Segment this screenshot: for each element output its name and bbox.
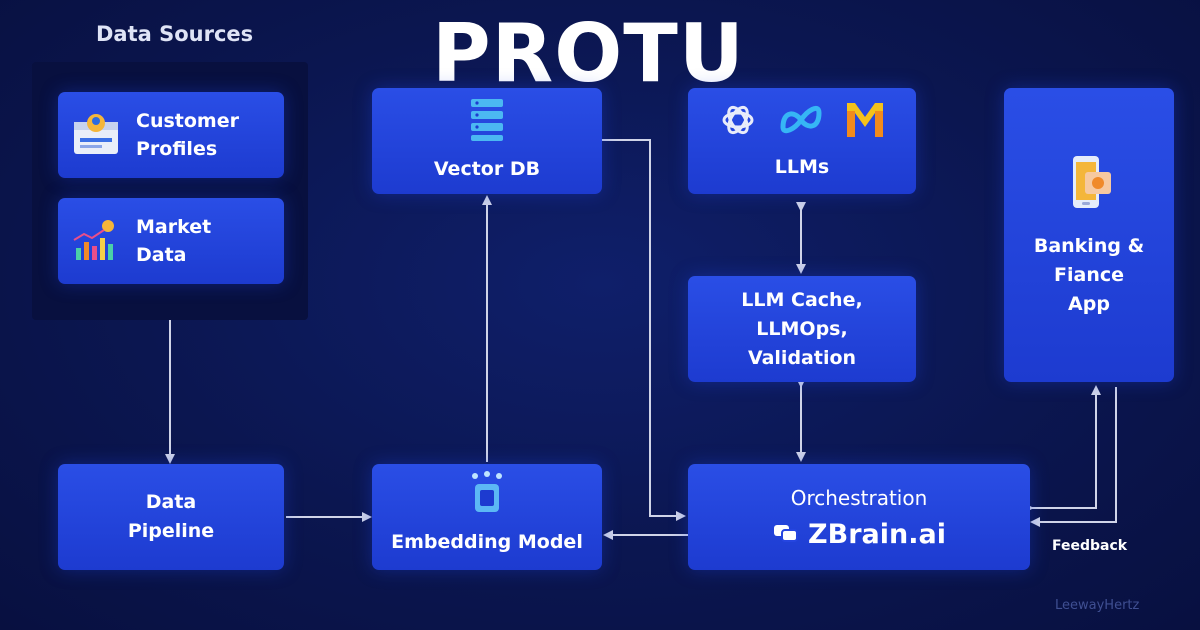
mistral-icon (845, 101, 885, 143)
arrow-orchestration-app (1024, 385, 1101, 513)
bar-chart-icon (70, 218, 122, 264)
data-pipeline-node: Data Pipeline (58, 464, 284, 570)
orchestration-label: Orchestration (790, 486, 928, 510)
watermark: LeewayHertz (1055, 598, 1140, 613)
chat-bubbles-icon (772, 522, 800, 548)
profile-card-icon (70, 112, 122, 158)
llms-label: LLMs (774, 155, 830, 178)
llms-node: LLMs (688, 88, 916, 194)
zbrain-label: ZBrain.ai (808, 519, 946, 550)
vector-db-label: Vector DB (433, 157, 541, 180)
orchestration-node: Orchestration ZBrain.ai (688, 464, 1030, 570)
embedding-icon (467, 470, 507, 520)
llm-cache-node: LLM Cache, LLMOps, Validation (688, 276, 916, 382)
arrow-feedback (1030, 387, 1117, 527)
market-data-label: Market Data (136, 213, 211, 269)
banking-app-node: Banking & Fiance App (1004, 88, 1174, 382)
customer-profiles-label: Customer Profiles (136, 107, 239, 163)
llm-logos (719, 101, 885, 143)
data-pipeline-line-1: Data (145, 491, 197, 513)
banking-app-line-3: App (1068, 293, 1110, 315)
llm-cache-line-2: LLMOps, (756, 317, 848, 340)
data-pipeline-line-2: Pipeline (127, 520, 215, 542)
feedback-label: Feedback (1052, 538, 1128, 554)
vector-db-node: Vector DB (372, 88, 602, 194)
customer-profiles-line-2: Profiles (136, 138, 218, 160)
customer-profiles-line-1: Customer (136, 110, 239, 132)
headline: PROTU (432, 7, 745, 100)
data-sources-heading: Data Sources (96, 22, 254, 46)
llm-cache-line-1: LLM Cache, (741, 288, 863, 311)
market-data-line-2: Data (136, 244, 187, 266)
banking-app-line-2: Fiance (1054, 264, 1124, 286)
arrow-vectordb-to-orchestration (602, 139, 686, 521)
customer-profiles-node: Customer Profiles (58, 92, 284, 178)
database-icon (467, 95, 507, 147)
openai-icon (719, 101, 757, 143)
zbrain-brand: ZBrain.ai (772, 519, 946, 550)
meta-icon (777, 105, 825, 139)
embedding-model-label: Embedding Model (391, 530, 583, 553)
market-data-line-1: Market (136, 216, 212, 238)
embedding-model-node: Embedding Model (372, 464, 602, 570)
llm-cache-line-3: Validation (747, 346, 857, 369)
mobile-app-icon (1063, 154, 1115, 218)
banking-app-line-1: Banking & (1033, 235, 1145, 257)
market-data-node: Market Data (58, 198, 284, 284)
